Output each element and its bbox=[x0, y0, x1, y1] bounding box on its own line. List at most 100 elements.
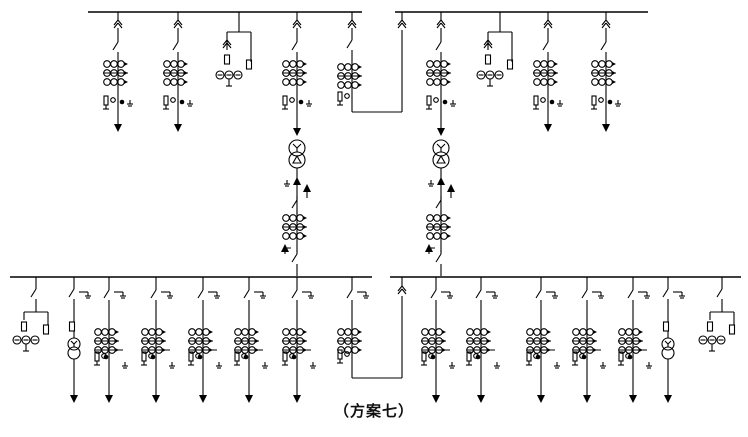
earth-icon bbox=[428, 180, 434, 187]
switch-icon bbox=[601, 19, 611, 29]
switch-icon bbox=[222, 39, 232, 49]
current-transformer-icon bbox=[103, 60, 128, 86]
switch-icon bbox=[30, 285, 37, 303]
fuse-icon bbox=[506, 59, 514, 70]
arrester-icon bbox=[234, 351, 247, 366]
bay-lower-feeder-5 bbox=[466, 277, 500, 403]
switch-icon bbox=[113, 19, 123, 29]
bay-transformer-1 bbox=[281, 12, 312, 276]
busbars bbox=[10, 11, 741, 278]
bay-upper-feeder-3 bbox=[533, 12, 563, 132]
current-transformer-icon bbox=[421, 328, 446, 354]
fuse-icon bbox=[223, 54, 231, 65]
arrester-icon bbox=[618, 351, 631, 366]
transformer-icon bbox=[432, 139, 450, 169]
switch-icon bbox=[197, 286, 204, 304]
earth-icon bbox=[187, 100, 193, 107]
switch-icon bbox=[535, 286, 542, 304]
outgoing-arrow-icon bbox=[629, 395, 637, 403]
earth-icon bbox=[646, 362, 652, 369]
switch-icon bbox=[291, 196, 298, 214]
outgoing-arrow-icon bbox=[447, 184, 455, 192]
outgoing-arrow-icon bbox=[432, 395, 440, 403]
switch-icon bbox=[483, 39, 493, 49]
bay-upper-feeder-4 bbox=[591, 12, 621, 132]
bay-upper-bus-tie bbox=[337, 12, 407, 113]
earth-icon bbox=[447, 292, 453, 299]
switch-icon bbox=[103, 286, 110, 304]
switch-icon bbox=[347, 19, 357, 29]
switch-icon bbox=[662, 285, 669, 303]
transformer-icon bbox=[288, 139, 306, 169]
bay-upper-pt-left bbox=[215, 12, 253, 87]
switch-icon bbox=[291, 38, 298, 56]
bay-lower-feeder-7 bbox=[572, 277, 606, 403]
bay-lower-pt-right bbox=[698, 277, 736, 352]
outgoing-arrow-icon bbox=[245, 395, 253, 403]
switch-icon bbox=[475, 286, 482, 304]
outgoing-arrow-icon bbox=[199, 395, 207, 403]
outgoing-arrow-icon bbox=[664, 395, 672, 403]
outgoing-arrow-icon bbox=[602, 124, 610, 132]
outgoing-arrow-icon bbox=[114, 124, 122, 132]
earth-icon bbox=[615, 100, 621, 107]
fuse-icon bbox=[662, 321, 670, 332]
outgoing-arrow-icon bbox=[293, 395, 301, 403]
arrester-icon bbox=[572, 351, 585, 366]
earth-icon bbox=[679, 292, 685, 299]
earth-icon bbox=[554, 362, 560, 369]
switch-icon bbox=[627, 286, 634, 304]
switch-icon bbox=[600, 38, 607, 56]
arrester-icon bbox=[466, 351, 479, 366]
bay-lower-bus-tie bbox=[337, 277, 407, 379]
earth-icon bbox=[214, 292, 220, 299]
arrester-icon bbox=[163, 95, 176, 110]
pt-icon bbox=[215, 70, 243, 87]
bay-lower-feeder-2 bbox=[141, 277, 175, 403]
earth-icon bbox=[450, 100, 456, 107]
earth-icon bbox=[85, 292, 91, 299]
earth-icon bbox=[363, 292, 369, 299]
earth-icon bbox=[122, 362, 128, 369]
bay-upper-feeder-1 bbox=[103, 12, 133, 132]
switch-icon bbox=[397, 19, 407, 29]
arrester-icon bbox=[94, 351, 107, 366]
fuse-icon bbox=[20, 321, 28, 332]
transformer-icon bbox=[67, 337, 81, 360]
switch-icon bbox=[716, 285, 723, 303]
switch-icon bbox=[173, 19, 183, 29]
fuse-icon bbox=[728, 324, 736, 335]
outgoing-arrow-icon bbox=[70, 395, 78, 403]
earth-icon bbox=[306, 100, 312, 107]
fuse-icon bbox=[484, 54, 492, 65]
current-transformer-icon bbox=[282, 60, 307, 86]
bay-upper-pt-right bbox=[476, 12, 514, 87]
arrester-icon bbox=[282, 95, 295, 110]
arrester-icon bbox=[141, 351, 154, 366]
bay-lower-feeder-6 bbox=[526, 277, 560, 403]
current-transformer-icon bbox=[618, 328, 643, 354]
diagram-caption: （方案七） bbox=[333, 402, 414, 420]
outgoing-arrow-icon bbox=[544, 124, 552, 132]
outgoing-arrow-icon bbox=[537, 395, 545, 403]
bay-lower-incoming-left bbox=[282, 277, 316, 403]
outgoing-arrow-icon bbox=[105, 395, 113, 403]
earth-icon bbox=[494, 362, 500, 369]
current-transformer-icon bbox=[533, 60, 558, 86]
switch-icon bbox=[112, 38, 119, 56]
current-transformer-icon bbox=[337, 63, 362, 89]
arrester-icon bbox=[337, 91, 350, 106]
current-transformer-icon bbox=[526, 328, 551, 354]
switch-icon bbox=[543, 19, 553, 29]
fuse-icon bbox=[42, 324, 50, 335]
earth-icon bbox=[644, 292, 650, 299]
switch-icon bbox=[291, 250, 298, 268]
fuse-icon bbox=[706, 321, 714, 332]
switch-icon bbox=[243, 286, 250, 304]
switch-icon bbox=[68, 285, 75, 303]
earth-icon bbox=[120, 292, 126, 299]
bay-station-transformer-left bbox=[67, 277, 91, 403]
pt-icon bbox=[476, 70, 504, 87]
outgoing-arrow-icon bbox=[437, 128, 445, 136]
switch-icon bbox=[430, 286, 437, 304]
